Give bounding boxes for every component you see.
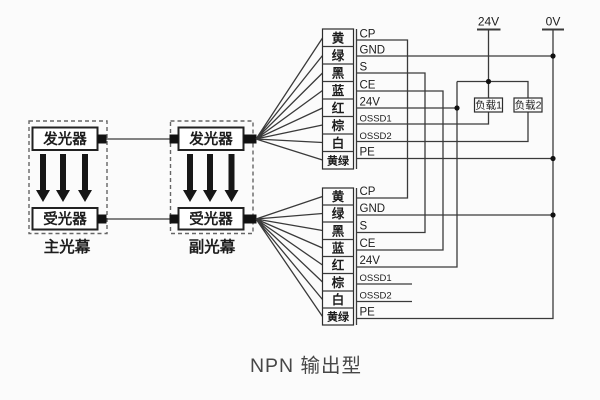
net-ce <box>356 90 444 251</box>
wire-color: 白 <box>332 292 345 307</box>
curtain-link-cables <box>106 138 170 220</box>
terminal-label: CE <box>360 80 376 92</box>
net-0v <box>356 29 554 320</box>
net-cp <box>356 39 409 199</box>
light-beam-arrows-sub <box>183 154 239 202</box>
wire-color: 黄 <box>332 31 345 46</box>
power-24v-label: 24V <box>478 15 499 29</box>
terminal-label: S <box>360 221 368 233</box>
wire-color: 黄 <box>332 189 345 204</box>
net-ossd-lower-stubs <box>356 283 412 303</box>
wire-color: 蓝 <box>332 241 345 256</box>
main-curtain-group: 发光器 受光器 主光幕 <box>28 120 108 256</box>
junction-dots <box>454 53 556 218</box>
net-ossd-loads <box>356 112 529 143</box>
sub-emitter-right-stub <box>243 134 257 144</box>
terminal-label: GND <box>360 203 386 215</box>
terminal-label: OSSD1 <box>360 114 392 125</box>
receiver-cable-fan <box>255 195 324 317</box>
terminal-label: OSSD2 <box>360 131 392 142</box>
emitter-cable-fan <box>255 37 324 161</box>
main-receiver-label: 受光器 <box>43 210 87 228</box>
main-emitter-connector-stub <box>97 134 107 144</box>
emitter-connector: 黄 绿 黑 蓝 红 棕 白 黄绿 CP GND S CE 24V OSSD1 O… <box>321 28 392 170</box>
load1-label: 负载1 <box>475 99 502 112</box>
terminal-label: OSSD1 <box>360 273 392 284</box>
main-curtain-name: 主光幕 <box>44 237 91 256</box>
loads: 负载1 负载2 <box>473 97 543 113</box>
sub-receiver-right-stub <box>243 214 257 224</box>
emitter-color-cell-dividers <box>322 45 354 153</box>
net-s <box>356 72 426 234</box>
wire-color: 白 <box>332 136 345 151</box>
receiver-color-cell-dividers <box>322 204 354 309</box>
terminal-label: S <box>360 62 368 74</box>
power-terminals: 24V 0V <box>477 15 564 31</box>
sub-receiver-label: 受光器 <box>189 210 233 228</box>
wire-color: 黑 <box>332 224 345 239</box>
wire-color: 黄绿 <box>327 154 350 168</box>
sub-curtain-group: 发光器 受光器 副光幕 <box>169 120 257 256</box>
load1-box <box>473 97 504 113</box>
terminal-label: 24V <box>360 97 381 109</box>
wire-color: 红 <box>332 258 345 273</box>
load2-box <box>513 97 543 113</box>
sub-receiver-left-stub <box>169 214 179 224</box>
wire-color: 蓝 <box>332 83 345 98</box>
receiver-connector: 黄 绿 黑 蓝 红 棕 白 黄绿 CP GND S CE 24V OSSD1 O… <box>321 186 392 326</box>
diagram-title: NPN 输出型 <box>250 355 362 377</box>
terminal-label: CP <box>360 186 376 198</box>
terminal-label: OSSD2 <box>360 291 392 302</box>
main-curtain-dashed-frame <box>28 120 108 235</box>
power-0v-label: 0V <box>546 15 561 29</box>
sub-emitter-label: 发光器 <box>188 130 233 148</box>
terminal-label: CP <box>360 29 376 41</box>
terminal-label: 24V <box>360 255 381 267</box>
terminal-label: CE <box>360 238 376 250</box>
main-receiver-connector-stub <box>97 214 107 224</box>
terminal-label: GND <box>360 45 386 57</box>
terminal-label: PE <box>360 147 376 159</box>
wire-color: 绿 <box>332 48 345 63</box>
wire-color: 棕 <box>331 275 345 290</box>
main-emitter-label: 发光器 <box>42 130 87 148</box>
wire-color: 黄绿 <box>327 310 350 324</box>
sub-curtain-name: 副光幕 <box>189 237 236 256</box>
wire-color: 绿 <box>332 206 345 221</box>
wire-color: 红 <box>332 101 345 116</box>
net-24v <box>356 29 529 268</box>
terminal-label: PE <box>360 307 376 319</box>
wire-color: 黑 <box>332 66 345 81</box>
wire-color: 棕 <box>331 118 345 133</box>
sub-emitter-left-stub <box>169 134 179 144</box>
light-beam-arrows-main <box>36 154 92 202</box>
load2-label: 负载2 <box>515 99 542 112</box>
